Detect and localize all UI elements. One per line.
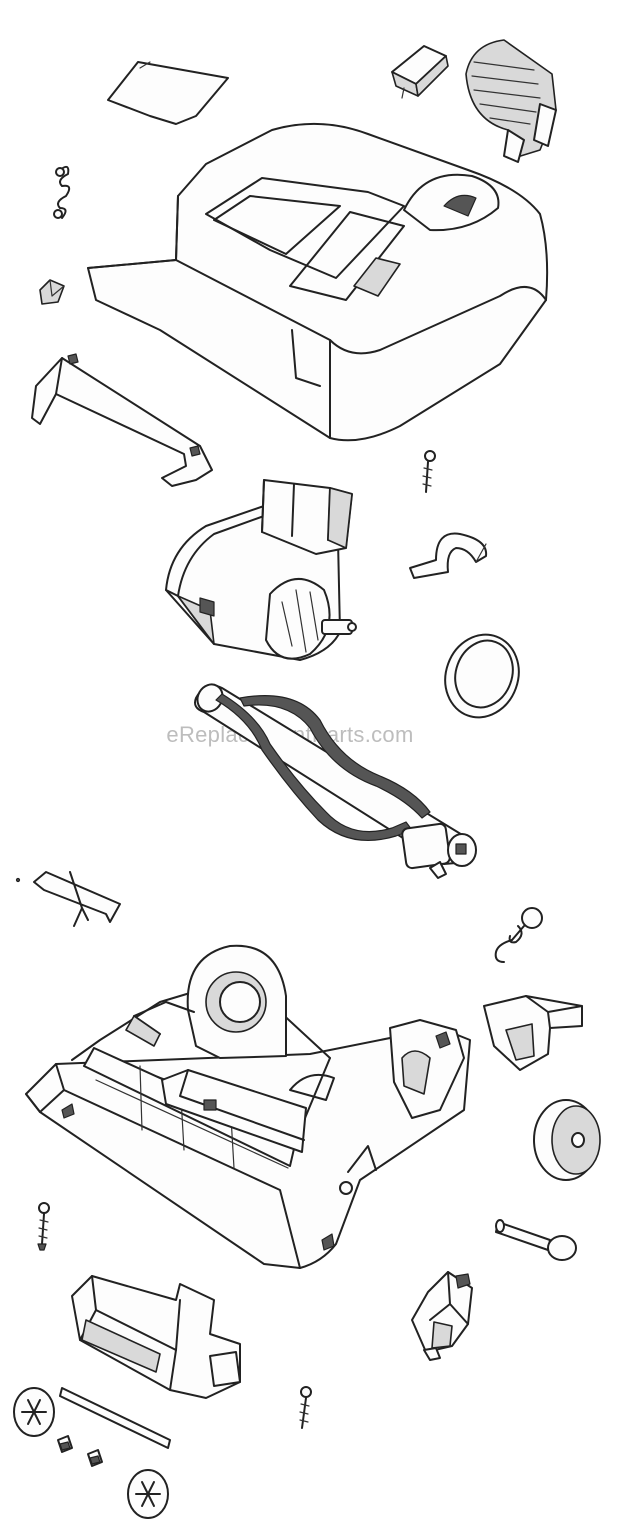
pedal-icon[interactable] <box>483 995 583 1071</box>
screw-icon[interactable] <box>37 1202 50 1251</box>
clip-icon[interactable] <box>39 279 65 305</box>
motor-icon[interactable] <box>165 479 357 661</box>
belt-icon[interactable] <box>434 624 530 728</box>
wheel-icon[interactable] <box>127 1469 169 1519</box>
strap-icon[interactable] <box>409 532 488 579</box>
brushroll-icon[interactable] <box>193 680 477 879</box>
bumper-icon[interactable] <box>31 353 213 487</box>
wheel-icon[interactable] <box>533 1099 601 1181</box>
clip-icon[interactable] <box>57 1435 103 1467</box>
height-adjuster-icon[interactable] <box>411 1271 473 1361</box>
hood-cover-icon[interactable] <box>87 122 549 442</box>
handle-release-icon[interactable] <box>465 39 557 163</box>
filter-door-icon[interactable] <box>107 61 229 125</box>
screw-icon[interactable] <box>422 450 436 493</box>
bracket-icon[interactable] <box>15 871 121 927</box>
latch-icon[interactable] <box>391 45 449 99</box>
carriage-icon[interactable] <box>71 1275 241 1399</box>
spring-hook-icon[interactable] <box>494 907 543 963</box>
base-icon[interactable] <box>25 944 471 1269</box>
axle-icon[interactable] <box>495 1219 577 1261</box>
screw-icon[interactable] <box>299 1386 312 1429</box>
axle-rod-icon[interactable] <box>59 1387 171 1449</box>
wheel-icon[interactable] <box>13 1387 55 1437</box>
spring-icon[interactable] <box>53 165 71 219</box>
